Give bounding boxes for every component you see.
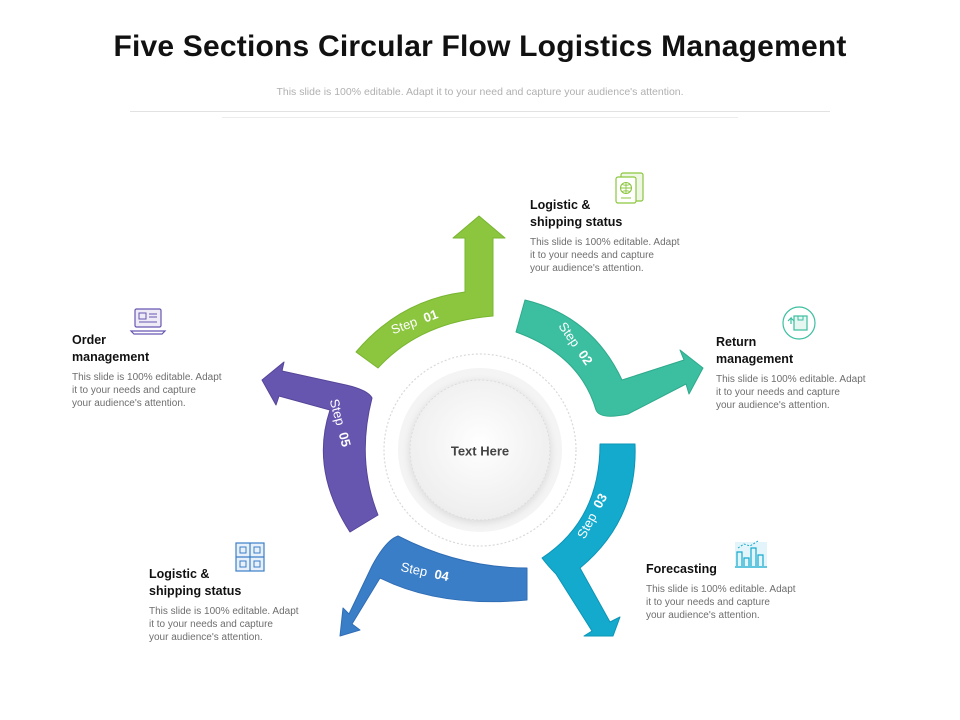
step-04-segment: Step 04 [339, 535, 528, 637]
step-05-label: Step 05 [327, 397, 354, 448]
section-04-body: This slide is 100% editable. Adapt it to… [149, 606, 299, 643]
step-05-number: 05 [336, 431, 354, 449]
section-02-description: Return management This slide is 100% edi… [716, 334, 891, 412]
section-03-body: This slide is 100% editable. Adapt it to… [646, 584, 796, 621]
slide-title: Five Sections Circular Flow Logistics Ma… [113, 30, 847, 63]
step-02-number: 02 [575, 347, 596, 367]
step-04-label: Step 04 [399, 559, 451, 584]
step-03-segment: Step 03 [541, 443, 636, 637]
title-divider-secondary [222, 117, 738, 118]
step-05-segment: Step 05 [261, 361, 379, 533]
box-return-icon [782, 306, 816, 340]
section-04-heading: Logistic & shipping status [149, 567, 242, 598]
section-01-description: Logistic & shipping status This slide is… [530, 197, 705, 275]
step-02-segment: Step 02 [515, 299, 704, 417]
center-label: Text Here [451, 443, 509, 458]
section-01-heading: Logistic & shipping status [530, 198, 623, 229]
passport-globe-icon [615, 172, 644, 204]
step-05-word: Step [327, 397, 348, 427]
section-05-body: This slide is 100% editable. Adapt it to… [72, 372, 222, 409]
step-04-word: Step [399, 559, 428, 579]
outer-dotted-ring [383, 353, 577, 547]
step-04-number: 04 [433, 566, 451, 584]
step-01-number: 01 [421, 306, 440, 325]
step-03-number: 03 [590, 491, 610, 511]
section-04-description: Logistic & shipping status This slide is… [149, 566, 324, 644]
title-divider [130, 111, 830, 112]
section-01-body: This slide is 100% editable. Adapt it to… [530, 237, 680, 274]
step-01-segment: Step 01 [355, 215, 506, 369]
section-03-heading: Forecasting [646, 562, 717, 576]
city-chart-icon [735, 540, 767, 568]
section-03-description: Forecasting This slide is 100% editable.… [646, 561, 821, 622]
section-05-description: Order management This slide is 100% edit… [72, 332, 247, 410]
laptop-order-icon [129, 308, 167, 335]
section-02-heading: Return management [716, 335, 794, 366]
section-05-heading: Order management [72, 333, 150, 364]
warehouse-shelves-icon [235, 542, 265, 572]
center-disc [409, 379, 551, 521]
slide-subtitle: This slide is 100% editable. Adapt it to… [276, 86, 684, 98]
section-02-body: This slide is 100% editable. Adapt it to… [716, 374, 866, 411]
